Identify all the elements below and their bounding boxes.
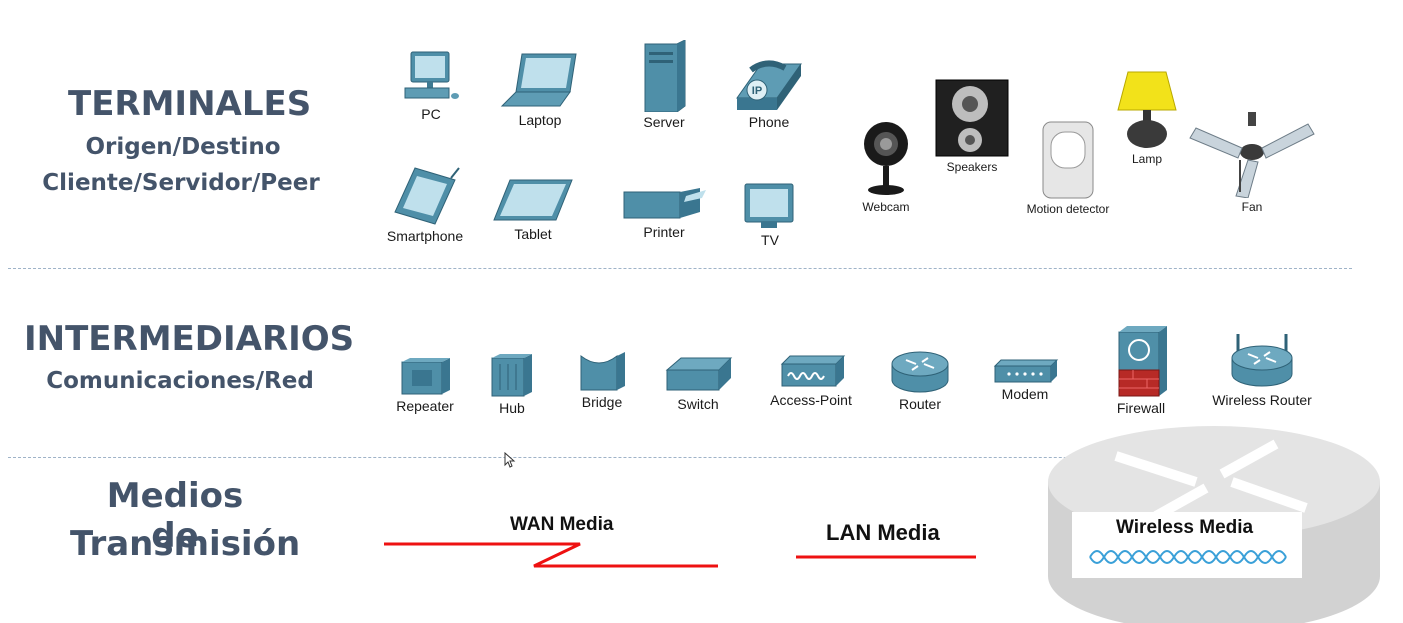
section-divider-2 (8, 457, 1352, 458)
router-label: Router (898, 396, 942, 412)
intermediaries-title: INTERMEDIARIOS (24, 319, 355, 359)
webcam-icon (864, 122, 908, 195)
phone-label: Phone (748, 114, 790, 130)
pc-icon (404, 51, 459, 99)
device-speakers: Speakers (930, 78, 1014, 174)
device-router: Router (884, 350, 956, 412)
media-title-2: Transmisión (70, 524, 301, 564)
webcam-label: Webcam (862, 200, 910, 214)
section-divider-1 (8, 268, 1352, 269)
tablet-label: Tablet (514, 226, 552, 242)
tablet-icon (493, 179, 573, 221)
device-laptop: Laptop (500, 50, 580, 128)
printer-icon (623, 188, 706, 219)
fan-icon (1189, 112, 1315, 198)
terminals-subtitle-2: Cliente/Servidor/Peer (42, 170, 320, 196)
wireless-media-label: Wireless Media (1116, 517, 1254, 538)
device-lamp: Lamp (1110, 70, 1184, 166)
device-tv: TV (740, 182, 800, 248)
terminals-title: TERMINALES (68, 84, 312, 124)
lan-media-line (796, 555, 976, 559)
bridge-label: Bridge (581, 394, 623, 410)
lamp-label: Lamp (1131, 152, 1163, 166)
tv-label: TV (761, 232, 779, 248)
device-tablet: Tablet (492, 178, 574, 242)
router-icon (891, 351, 949, 393)
device-webcam: Webcam (856, 118, 916, 214)
smartphone-icon (394, 167, 460, 225)
tv-icon (744, 183, 794, 228)
wan-media-line (384, 542, 718, 568)
speakers-label: Speakers (946, 160, 998, 174)
device-switch: Switch (660, 356, 736, 412)
bridge-icon (580, 352, 625, 391)
device-printer: Printer (622, 186, 706, 240)
firewall-icon (1118, 326, 1167, 397)
lan-media-label: LAN Media (826, 520, 940, 545)
device-repeater: Repeater (390, 356, 460, 414)
lamp-icon (1117, 71, 1177, 148)
device-server: Server (636, 40, 692, 130)
motion-detector-icon (1042, 121, 1094, 199)
firewall-label: Firewall (1116, 400, 1166, 416)
repeater-icon (401, 358, 450, 395)
access-point-icon (780, 355, 846, 387)
hub-icon (491, 354, 532, 397)
device-smartphone: Smartphone (384, 166, 466, 244)
laptop-label: Laptop (518, 112, 562, 128)
device-fan: Fan (1186, 110, 1318, 214)
hub-label: Hub (499, 400, 525, 416)
laptop-icon (500, 53, 577, 107)
media-title-1: Medios de (106, 476, 244, 556)
device-firewall: Firewall (1108, 324, 1174, 416)
device-bridge: Bridge (574, 350, 630, 410)
mouse-cursor-icon (504, 452, 516, 468)
motion-detector-label: Motion detector (1026, 202, 1110, 216)
pc-label: PC (421, 106, 441, 122)
device-phone: IP Phone (732, 58, 806, 130)
switch-icon (665, 357, 733, 391)
switch-label: Switch (677, 396, 719, 412)
terminals-subtitle-1: Origen/Destino (85, 134, 281, 160)
repeater-label: Repeater (396, 398, 454, 414)
device-wireless-router: Wireless Router (1206, 330, 1318, 408)
smartphone-label: Smartphone (386, 228, 464, 244)
access-point-label: Access-Point (770, 392, 852, 408)
phone-icon: IP (736, 60, 802, 110)
printer-label: Printer (643, 224, 685, 240)
wireless-router-label: Wireless Router (1212, 392, 1312, 408)
intermediaries-subtitle: Comunicaciones/Red (46, 368, 314, 394)
device-access-point: Access-Point (762, 354, 860, 408)
modem-label: Modem (1001, 386, 1049, 402)
svg-text:IP: IP (752, 85, 762, 97)
device-pc: PC (398, 50, 464, 122)
server-icon (644, 40, 686, 112)
server-label: Server (643, 114, 685, 130)
modem-icon (993, 359, 1059, 383)
wireless-media-box (1072, 512, 1302, 578)
device-motion-detector: Motion detector (1022, 120, 1114, 216)
fan-label: Fan (1241, 200, 1263, 214)
wan-media-label: WAN Media (510, 514, 614, 535)
speakers-icon (935, 79, 1009, 157)
wireless-router-icon (1231, 334, 1293, 387)
device-modem: Modem (990, 358, 1060, 402)
wireless-media-wave (1089, 550, 1287, 564)
device-hub: Hub (484, 352, 540, 416)
